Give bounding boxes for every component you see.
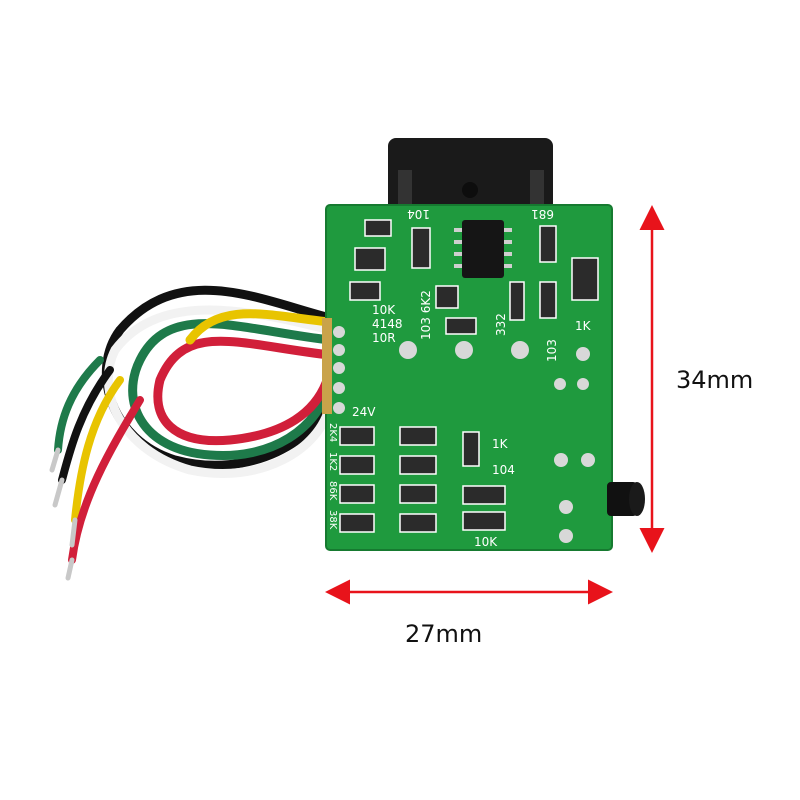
- side-component: [607, 482, 645, 516]
- label-86k: 86K: [327, 481, 338, 501]
- label-1k-right: 1K: [575, 319, 592, 333]
- label-24v: 24V: [352, 405, 376, 419]
- label-38k: 38K: [327, 510, 338, 530]
- label-332: 332: [494, 313, 508, 336]
- wire-header: [322, 318, 332, 414]
- label-10k: 10K: [372, 303, 396, 317]
- ic-chip: [462, 220, 504, 278]
- width-label: 27mm: [405, 620, 483, 648]
- height-label: 34mm: [676, 366, 754, 394]
- label-4148: 4148: [372, 317, 403, 331]
- pcb-board: 104 681 10K 4148 10R 103 6K2 332 103 1K …: [322, 204, 613, 551]
- label-104-top: 104: [407, 207, 430, 221]
- solder-joints: [333, 326, 595, 543]
- label-104-mid: 104: [492, 463, 515, 477]
- label-10k-bottom: 10K: [474, 535, 498, 549]
- label-1k-mid: 1K: [492, 437, 509, 451]
- label-103-right: 103: [545, 339, 559, 362]
- heatsink-tab: [388, 138, 553, 218]
- label-103-6k2: 103 6K2: [419, 290, 433, 340]
- smd-components: [339, 219, 599, 533]
- label-10r: 10R: [372, 331, 396, 345]
- label-2k4: 2K4: [327, 423, 338, 442]
- label-681: 681: [531, 207, 554, 221]
- label-1k2: 1K2: [327, 452, 338, 471]
- wire-harness: [49, 285, 335, 581]
